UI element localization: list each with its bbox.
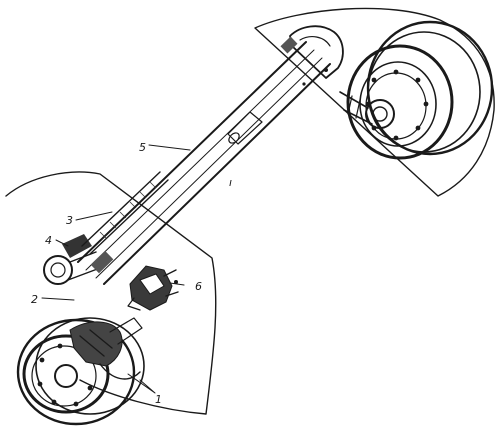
callout-4: 4 [45, 234, 52, 247]
upper-wheel-lug-holes [365, 69, 429, 141]
lower-wheel-section [5, 171, 217, 426]
callout-1: 1 [155, 393, 162, 406]
lower-wheel-lug-holes [37, 343, 93, 407]
lower-joint-cap [43, 234, 114, 285]
stray-mark: ı [229, 176, 232, 189]
callout-5: 5 [139, 141, 146, 154]
shaft-boot [81, 171, 169, 255]
upper-wheel-section [254, 7, 495, 197]
detached-joint [127, 265, 179, 311]
callout-3: 3 [66, 214, 73, 227]
leader-lines [41, 144, 191, 394]
callout-6: 6 [195, 280, 202, 293]
drive-shaft-tube [77, 25, 344, 285]
callout-2: 2 [31, 293, 38, 306]
